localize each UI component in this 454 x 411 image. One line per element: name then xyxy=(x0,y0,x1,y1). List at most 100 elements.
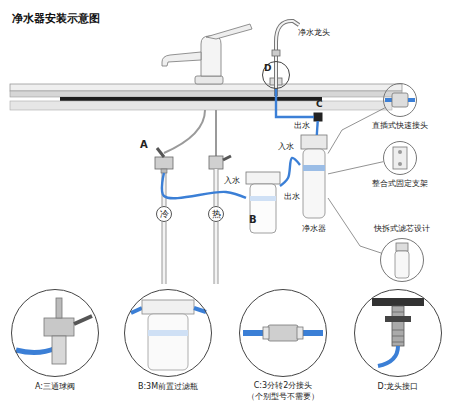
filter-band xyxy=(148,330,188,336)
valve-outlet xyxy=(52,336,66,364)
adapter xyxy=(268,325,298,341)
tap-handle xyxy=(272,50,280,56)
edge-label: 出水 xyxy=(294,121,318,131)
countertop-edge xyxy=(10,91,402,97)
detail-circle-outline xyxy=(125,290,212,377)
detail-circle-outline xyxy=(240,290,327,377)
valve-body xyxy=(44,318,74,336)
countertop xyxy=(10,84,402,91)
purifier-shape xyxy=(300,135,328,219)
valve-body xyxy=(155,157,173,169)
faucet-spout xyxy=(162,52,201,66)
detail-circle-outline xyxy=(355,290,442,377)
filter-cap xyxy=(246,172,280,184)
node-text: 整合式固定支架 xyxy=(365,179,435,189)
valve-stub xyxy=(161,169,167,173)
detail-circle-shape xyxy=(11,289,99,377)
supply-pipe xyxy=(214,169,219,284)
node-text: （个别型号不需要） xyxy=(223,392,343,402)
callout-circle-shape xyxy=(383,83,417,117)
tube-stub xyxy=(385,98,392,102)
detail-circle: C:3分转2分接头（个别型号不需要） xyxy=(239,289,327,377)
valve-handle xyxy=(157,148,164,157)
three-way-valve: A xyxy=(153,153,175,173)
tube-stub xyxy=(408,98,415,102)
filter-cap xyxy=(142,300,194,314)
callout-circle-outline xyxy=(384,84,417,117)
prefilter: B xyxy=(246,172,280,234)
detail-circle: B:3M前置过滤瓶 xyxy=(124,289,212,377)
cartridge xyxy=(395,251,409,278)
hot-marker: 热 xyxy=(208,206,224,222)
filter-band xyxy=(250,196,276,201)
detail-circle-shape xyxy=(354,289,442,377)
valve-inlet xyxy=(56,298,62,318)
callout-circle: 整合式固定支架 xyxy=(383,141,417,175)
callout-circle-outline xyxy=(381,239,424,282)
water-hose xyxy=(280,158,300,186)
node-text: 直插式快速接头 xyxy=(365,121,435,131)
adapter-marker-outline xyxy=(314,113,322,121)
node-text: 快拆式滤芯设计 xyxy=(367,224,437,234)
callout-circle-shape xyxy=(383,141,417,175)
supply-pipe-inner xyxy=(215,169,218,284)
diagram-title: 净水器安装示意图 xyxy=(12,12,162,25)
cabinet-rail xyxy=(10,101,392,110)
water-hose xyxy=(316,121,319,135)
purifier-tap xyxy=(276,21,299,96)
detail-circle-shape xyxy=(124,289,212,377)
detail-circle: D:龙头接口 xyxy=(354,289,442,377)
callout-circle-outline xyxy=(384,142,417,175)
adapter-marker-shape xyxy=(314,113,322,121)
hose xyxy=(131,308,142,313)
cold-marker: 冷 xyxy=(156,206,172,222)
node-text: B:3M前置过滤瓶 xyxy=(113,382,223,392)
cold-marker-outline xyxy=(157,207,172,222)
faucet-body xyxy=(201,36,221,76)
node-text: A:三通球阀 xyxy=(0,382,110,392)
cartridge-cap xyxy=(396,243,408,251)
faucet-hose xyxy=(164,110,205,153)
bracket-hole xyxy=(398,162,402,166)
filter-bowl xyxy=(250,184,276,233)
sink-rim xyxy=(60,97,322,101)
leader-line xyxy=(328,108,385,154)
detail-circle-shape xyxy=(239,289,327,377)
valve-handle xyxy=(223,156,231,160)
angle-valve xyxy=(209,156,223,169)
callout-circle: 快拆式滤芯设计 xyxy=(380,238,424,282)
node-text: C:3分转2分接头 xyxy=(223,381,343,391)
faucet-base xyxy=(195,76,223,84)
three-way-valve-shape xyxy=(153,153,175,173)
purifier: 净水器 xyxy=(300,135,328,219)
node-text: C xyxy=(316,99,328,110)
purifier-band xyxy=(303,165,325,171)
valve-handle xyxy=(74,316,92,324)
edge-label: 入水 xyxy=(224,176,248,186)
tap-shank xyxy=(392,306,404,346)
leader-line xyxy=(328,198,381,253)
pipe-label: 入水 xyxy=(278,142,298,152)
detail-circle: A:三通球阀 xyxy=(11,289,99,377)
node-text: 热 xyxy=(208,206,224,222)
counter-slab xyxy=(372,298,424,306)
water-hose xyxy=(276,89,314,117)
node-text: A xyxy=(140,139,152,151)
faucet-hose xyxy=(215,110,217,156)
leader-line xyxy=(328,162,383,174)
node-text: D:龙头接口 xyxy=(343,382,453,392)
tap-nut xyxy=(385,316,411,322)
bracket xyxy=(393,147,407,169)
bracket-hole xyxy=(398,150,402,154)
detail-circle-outline xyxy=(263,62,290,89)
purifier-head xyxy=(301,135,327,149)
faucet-lever xyxy=(206,24,252,39)
pipe-label: 净水龙头 xyxy=(298,28,342,38)
purifier-body xyxy=(303,149,325,218)
detail-circle-outline xyxy=(12,290,99,377)
